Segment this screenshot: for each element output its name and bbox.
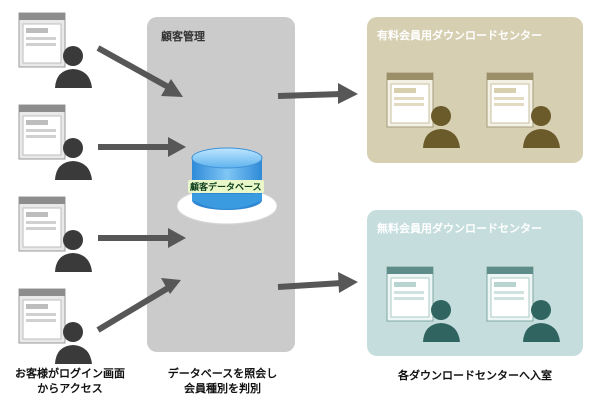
caption-login-access-line1: お客様がログイン画面 [15, 367, 125, 380]
caption-enter-download-center: 各ダウンロードセンターへ入室 [398, 369, 552, 382]
paid-member-at-screen-1 [386, 72, 464, 150]
arrow-head-user2 [168, 137, 186, 157]
paid-member-at-screen-2 [486, 72, 564, 150]
caption-database-lookup-line1: データベースを照会し [167, 367, 278, 380]
arrow-head-user3 [168, 228, 186, 248]
caption-login-access: お客様がログイン画面 からアクセス [0, 366, 140, 396]
caption-database-lookup-line2: 会員種別を判別 [184, 382, 261, 395]
arrow-head-user4 [161, 278, 181, 294]
arrow-head-free [338, 272, 358, 293]
free-member-at-screen-2 [486, 266, 564, 344]
user-at-login-screen-1 [18, 12, 96, 90]
paid-download-center-title: 有料会員用ダウンロードセンター [377, 29, 542, 42]
caption-database-lookup: データベースを照会し 会員種別を判別 [150, 366, 295, 396]
customer-database-label: 顧客データベース [188, 180, 264, 193]
arrow-head-paid [338, 83, 358, 104]
caption-login-access-line2: からアクセス [37, 382, 103, 395]
user-at-login-screen-3 [18, 196, 96, 274]
user-at-login-screen-2 [18, 104, 96, 182]
free-download-center-title: 無料会員用ダウンロードセンター [377, 222, 542, 235]
customer-management-title: 顧客管理 [161, 30, 205, 43]
arrow-head-user1 [161, 79, 183, 97]
free-member-at-screen-1 [386, 266, 464, 344]
user-at-login-screen-4 [18, 288, 96, 366]
